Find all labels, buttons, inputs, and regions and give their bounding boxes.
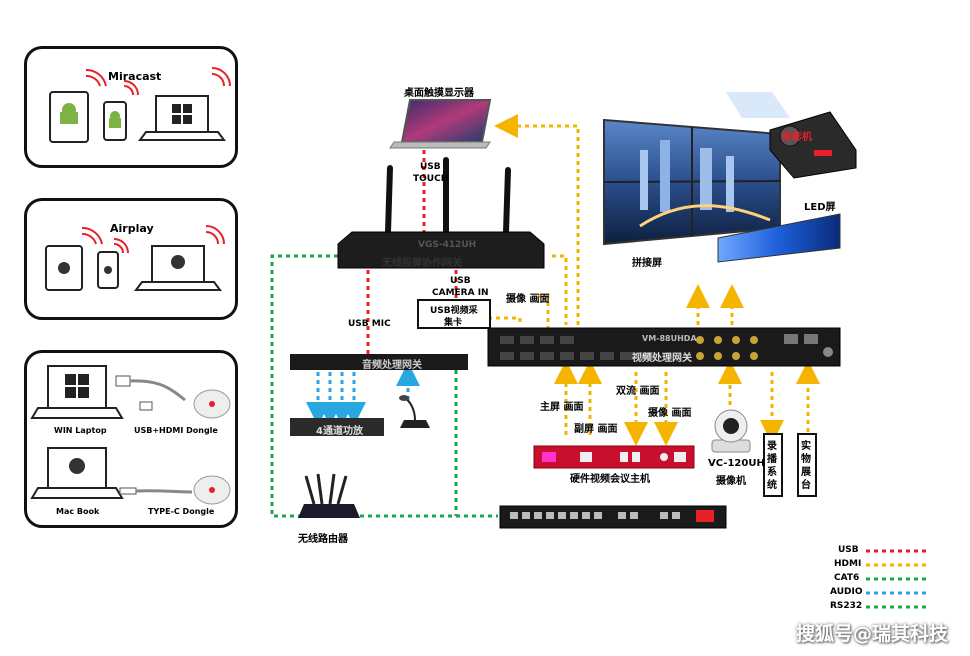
router-icon xyxy=(298,473,360,518)
video-processor-name-label: 视频处理网关 xyxy=(632,353,692,364)
usb-touch-label-1: USB xyxy=(420,162,441,172)
macbook-wired-icon xyxy=(30,447,124,499)
audio-cables xyxy=(306,362,420,426)
visualizer-box xyxy=(797,433,817,497)
led-screen xyxy=(717,213,841,263)
usb-capture-card xyxy=(417,299,491,329)
win-laptop-label: WIN Laptop xyxy=(54,426,107,435)
camera-model-label: VC-120UH xyxy=(708,458,765,469)
legend-cat6-label: CAT6 xyxy=(834,573,860,583)
collab-gateway xyxy=(337,157,545,269)
visualizer-label: 实物展台 xyxy=(801,441,811,491)
hdmi-cables xyxy=(456,114,820,446)
airplay-wifi-icons xyxy=(81,225,225,254)
watermark: 搜狐号@瑞其科技 xyxy=(795,623,948,645)
typec-dongle-icon xyxy=(119,475,231,505)
tablet-icon xyxy=(49,91,89,143)
gateway-model-label: VGS-412UH xyxy=(418,240,477,250)
legend-rs232-label: RS232 xyxy=(830,601,863,611)
win-laptop-icon xyxy=(30,365,124,419)
legend-lines xyxy=(866,549,926,609)
microphone-icon xyxy=(399,395,430,428)
desktop-touch-display-label: 桌面触摸显示器 xyxy=(404,88,474,99)
usb-capture-label-1: USB视频采 xyxy=(430,306,478,316)
phone-icon xyxy=(103,101,127,141)
flow-label-main-screen: 主屏 画面 xyxy=(540,402,584,413)
flow-label-cam: 摄像 画面 xyxy=(506,294,550,305)
ptz-camera-icon xyxy=(711,409,751,453)
flow-label-sub-screen: 副屏 画面 xyxy=(574,424,618,435)
iphone-icon xyxy=(97,251,119,289)
usb-capture-label-2: 集卡 xyxy=(444,318,463,328)
typec-dongle-label: TYPE-C Dongle xyxy=(148,507,215,516)
flow-label-cam-2: 摄像 画面 xyxy=(648,408,692,419)
usb-hdmi-dongle-icon xyxy=(115,375,231,419)
cat6-cables xyxy=(270,254,498,518)
miracast-wifi-icons xyxy=(85,67,231,96)
router-label: 无线路由器 xyxy=(298,534,348,545)
usb-camera-label-1: USB xyxy=(450,276,471,286)
flow-label-dual-stream: 双流 画面 xyxy=(616,386,660,397)
usb-mic-label: USB MIC xyxy=(348,319,391,329)
macbook-label: Mac Book xyxy=(56,507,100,516)
usb-hdmi-dongle-label: USB+HDMI Dongle xyxy=(134,426,218,435)
usb-camera-label-2: CAMERA IN xyxy=(432,288,489,298)
recorder-label: 录播系统 xyxy=(767,441,777,491)
audio-gateway xyxy=(290,354,468,370)
splice-screen-label: 拼接屏 xyxy=(632,258,662,269)
miracast-title: Miracast xyxy=(108,70,162,83)
led-screen-label: LED屏 xyxy=(804,202,836,213)
gateway-name-label: 无线投屏协作网关 xyxy=(382,258,462,269)
video-processor-model-label: VM-88UHDA xyxy=(642,334,697,343)
desktop-touch-display xyxy=(389,99,492,149)
legend-hdmi-label: HDMI xyxy=(834,559,862,569)
conference-host xyxy=(533,445,695,469)
legend-usb-label: USB xyxy=(838,545,859,555)
splice-screen-wall xyxy=(603,118,781,246)
recorder-box xyxy=(763,433,783,497)
laptop-icon xyxy=(138,95,226,141)
projector-label: 投影机 xyxy=(782,132,812,143)
camera-name-label: 摄像机 xyxy=(716,476,746,487)
amplifier xyxy=(290,418,384,436)
usb-touch-label-2: TOUCH xyxy=(413,174,449,184)
audio-gateway-label: 音频处理网关 xyxy=(362,360,422,371)
network-switch xyxy=(499,505,727,529)
amp-label: 4通道功放 xyxy=(316,426,363,437)
macbook-icon xyxy=(134,245,222,291)
airplay-title: Airplay xyxy=(110,222,154,235)
video-processor xyxy=(487,327,841,367)
legend-audio-label: AUDIO xyxy=(830,587,863,597)
conf-host-label: 硬件视频会议主机 xyxy=(570,474,650,485)
ipad-icon xyxy=(45,245,83,291)
projector-icon xyxy=(726,92,857,179)
usb-cables xyxy=(366,150,458,354)
